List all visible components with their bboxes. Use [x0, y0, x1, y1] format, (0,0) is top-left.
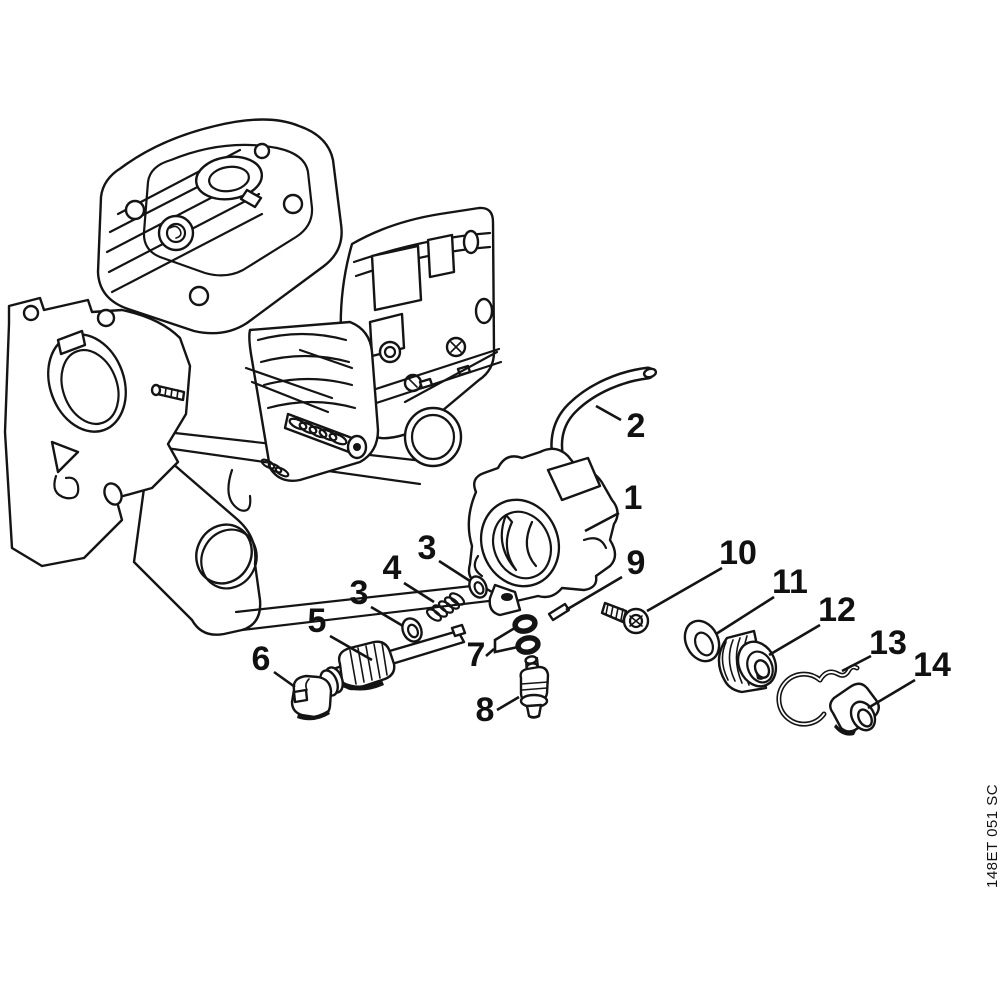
callout-leader-10 — [646, 566, 723, 613]
part7-bracket — [493, 624, 519, 654]
part-number-label-9: 9 — [627, 544, 646, 582]
part-number-label-5: 5 — [308, 602, 327, 640]
callout-leader-13 — [841, 654, 872, 673]
part-screw-drawing — [600, 601, 650, 635]
part-number-label-3a: 3 — [418, 529, 437, 567]
callout-leader-4 — [403, 581, 435, 604]
part-number-label-11: 11 — [772, 563, 808, 601]
part-number-label-8: 8 — [476, 691, 495, 729]
callouts: 1 2 3 4 3 5 6 7 8 9 10 11 12 13 14 — [252, 404, 951, 729]
callout-leader-6 — [273, 670, 296, 689]
callout-leader-11 — [715, 595, 775, 636]
part-number-label-1: 1 — [624, 479, 643, 517]
callout-leader-9 — [565, 575, 623, 612]
engine-assembly-drawing — [3, 118, 525, 636]
callout-leader-14 — [867, 678, 916, 710]
part-number-label-3b: 3 — [350, 574, 369, 612]
crankcase-left-drawing — [3, 296, 192, 568]
part-pin-drawing — [547, 602, 571, 622]
part-number-label-13: 13 — [869, 624, 907, 662]
part-valve-drawing — [519, 655, 550, 719]
part-oil-hose-drawing — [550, 366, 658, 475]
callout-leader-12 — [768, 623, 821, 657]
callout-leader-5 — [329, 634, 373, 662]
engine-internals-drawing — [150, 340, 402, 512]
callout-leader-2 — [595, 404, 622, 422]
callout-leader-7 — [485, 648, 495, 657]
callout-leader-1 — [584, 511, 620, 533]
part-number-label-7: 7 — [467, 636, 486, 674]
callout-leader-3b — [370, 605, 404, 628]
callout-leader-8 — [496, 695, 520, 712]
part-number-label-14: 14 — [913, 646, 951, 684]
part-orings-drawing — [493, 614, 541, 655]
part-number-label-10: 10 — [719, 534, 757, 572]
part-oil-pump-drawing — [467, 447, 619, 617]
housing-right-drawing — [339, 206, 503, 468]
part-washer-lower-drawing — [401, 617, 423, 643]
part-worm-gear-drawing — [319, 623, 467, 697]
part-sleeve-drawing — [829, 682, 880, 736]
part-number-label-12: 12 — [818, 591, 856, 629]
document-number: 148ET 051 SC — [984, 783, 1000, 888]
part-number-label-4: 4 — [383, 549, 402, 587]
part-washer-ring-drawing — [683, 619, 721, 663]
part-washer-upper-drawing — [468, 575, 488, 599]
part-cap-drawing — [290, 674, 333, 721]
part-number-label-6: 6 — [252, 640, 271, 678]
part-spring-drawing — [425, 592, 466, 622]
callout-leader-3a — [438, 559, 471, 583]
part-number-label-2: 2 — [627, 407, 646, 445]
part-plug-drawing — [717, 629, 778, 694]
